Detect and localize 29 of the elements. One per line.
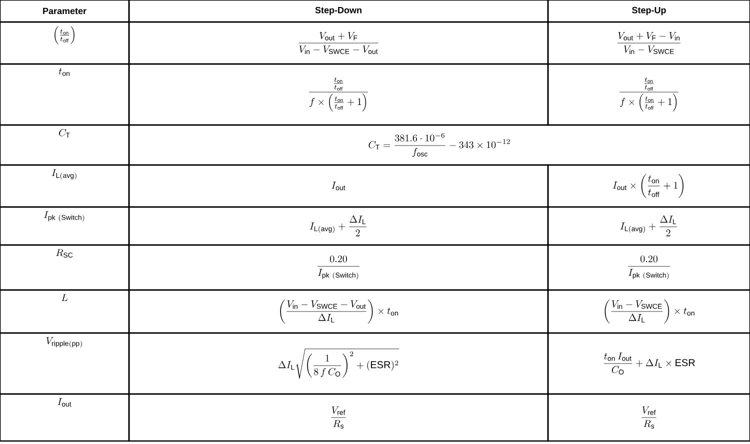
formula-cell: $\frac{V_{\mathrm{out}}+V_{\mathrm{F}}-V_{\mathrm{in}}}{V_{\mathrm{in}}-V_{\mathrm{SWCE}}}$ [547,21,750,65]
parameter-cell: $I_{\mathrm{pk\ (Switch)}}$ [0,206,130,246]
parameter-cell: $t_{\mathrm{on}}$ [0,63,130,126]
formula-cell: $\frac{V_{\mathrm{ref}}}{R_{\mathrm{s}}}$ [128,393,549,442]
formula-cell: $I_{\mathrm{L(avg)}}+\frac{\Delta I_{\mathrm{L}}}{2}$ [547,206,750,246]
formula-cell: $I_{\mathrm{out}}\times\left(\frac{t_{\mathrm{on}}}{t_{\mathrm{off}}}+1\right)$ [547,164,750,208]
parameter-cell: $R_{\mathrm{SC}}$ [0,244,130,291]
formula-cell: $I_{\mathrm{L(avg)}}+\frac{\Delta I_{\mathrm{L}}}{2}$ [128,206,549,246]
parameter-cell: $L$ [0,289,130,334]
parameter-cell: $I_{\mathrm{out}}$ [0,393,130,442]
formula-cell: $\frac{V_{\mathrm{out}}+V_{\mathrm{F}}}{V_{\mathrm{in}}-V_{\mathrm{SWCE}}-V_{\mathrm{out}}}$ [128,21,549,65]
formula-cell: $\frac{0.20}{I_{\mathrm{pk\ (Switch)}}}$ [547,244,750,291]
formula-cell: $\frac{0.20}{I_{\mathrm{pk\ (Switch)}}}$ [128,244,549,291]
formula-cell: $\frac{V_{\mathrm{ref}}}{R_{\mathrm{s}}}$ [547,393,750,442]
formula-cell: $I_{\mathrm{out}}$ [128,164,549,208]
formula-cell: $\left(\frac{V_{\mathrm{in}}-V_{\mathrm{SWCE}}-V_{\mathrm{out}}}{\Delta I_{\mathrm{L}}}\right)\times t_{\mathrm{on}}$ [128,289,549,334]
parameter-cell: $V_{\mathrm{ripple(pp)}}$ [0,332,130,395]
formula-cell: $\frac{\frac{t_{\mathrm{on}}}{t_{\mathrm{off}}}}{f\times\left(\frac{t_{\mathrm{on}}}{t_{\mathrm{off}}}+1\right)}$ [128,63,549,126]
column-header: Step-Up [547,0,750,23]
formula-cell: $\left(\frac{V_{\mathrm{in}}-V_{\mathrm{SWCE}}}{\Delta I_{\mathrm{L}}}\right)\times t_{\mathrm{on}}$ [547,289,750,334]
column-header: Parameter [0,0,130,23]
parameter-cell: $C_{\mathrm{T}}$ [0,124,130,166]
formula-cell: $\Delta I_{\mathrm{L}}\sqrt{\left(\frac{1}{8\,f\,C_{\mathrm{O}}}\right)^{2}+(\mathrm{ESR})^{2}}$ [128,332,549,395]
formula-cell: $C_{\mathrm{T}}=\frac{381.6\cdot 10^{-6}}{f_{\mathrm{osc}}}-343\times 10^{-12}$ [128,124,750,166]
formula-cell: $\frac{t_{\mathrm{on}}\,I_{\mathrm{out}}}{C_{\mathrm{O}}}+\Delta I_{\mathrm{L}}\times\mathrm{ESR}$ [547,332,750,395]
parameter-cell: $I_{\mathrm{L(avg)}}$ [0,164,130,208]
formula-cell: $\frac{\frac{t_{\mathrm{on}}}{t_{\mathrm{off}}}}{f\times\left(\frac{t_{\mathrm{on}}}{t_{\mathrm{off}}}+1\right)}$ [547,63,750,126]
column-header: Step-Down [128,0,549,23]
parameter-cell: $\left(\frac{t_{\mathrm{on}}}{t_{\mathrm{off}}}\right)$ [0,21,130,65]
